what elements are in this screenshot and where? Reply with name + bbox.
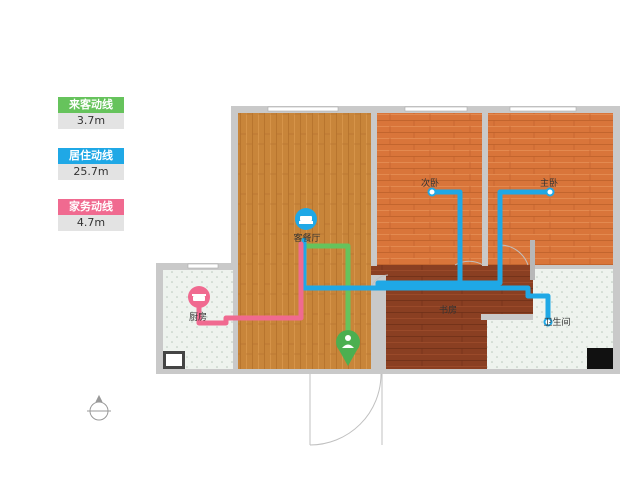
bath-fixture [587, 348, 613, 369]
compass-icon [87, 394, 111, 421]
legend-chore-label: 家务动线 [58, 199, 124, 215]
room-label-bathroom: 卫生间 [543, 316, 570, 328]
person-icon [335, 330, 360, 366]
living-route [301, 189, 553, 325]
room-label-study: 书房 [439, 304, 457, 316]
legend-living-route: 居住动线 25.7m [58, 148, 124, 180]
room-label-kitchen: 厨房 [189, 311, 207, 323]
room-label-living: 客餐厅 [293, 232, 320, 244]
legend-chore-route: 家务动线 4.7m [58, 199, 124, 231]
wall-study-bath [481, 314, 533, 320]
room-label-second-bedroom: 次卧 [421, 177, 439, 189]
legend-guest-value: 3.7m [58, 113, 124, 129]
legend-living-label: 居住动线 [58, 148, 124, 164]
sofa-icon [295, 208, 317, 230]
route-endpoints [427, 187, 555, 327]
wall-living-bedroom [371, 106, 377, 266]
kitchen-sink [163, 351, 185, 369]
hallway-floor [371, 265, 533, 275]
legend-guest-route: 来客动线 3.7m [58, 97, 124, 129]
door-swings [309, 244, 529, 446]
legend-guest-label: 来客动线 [58, 97, 124, 113]
bath-partition [530, 240, 535, 280]
room-label-master-bedroom: 主卧 [540, 177, 558, 189]
chore-route [196, 241, 304, 326]
wall-bedrooms [482, 106, 488, 266]
legend-living-value: 25.7m [58, 164, 124, 180]
windows [187, 106, 577, 269]
legend-chore-value: 4.7m [58, 215, 124, 231]
guest-route [301, 243, 351, 358]
cooking-pot-icon [188, 286, 210, 308]
